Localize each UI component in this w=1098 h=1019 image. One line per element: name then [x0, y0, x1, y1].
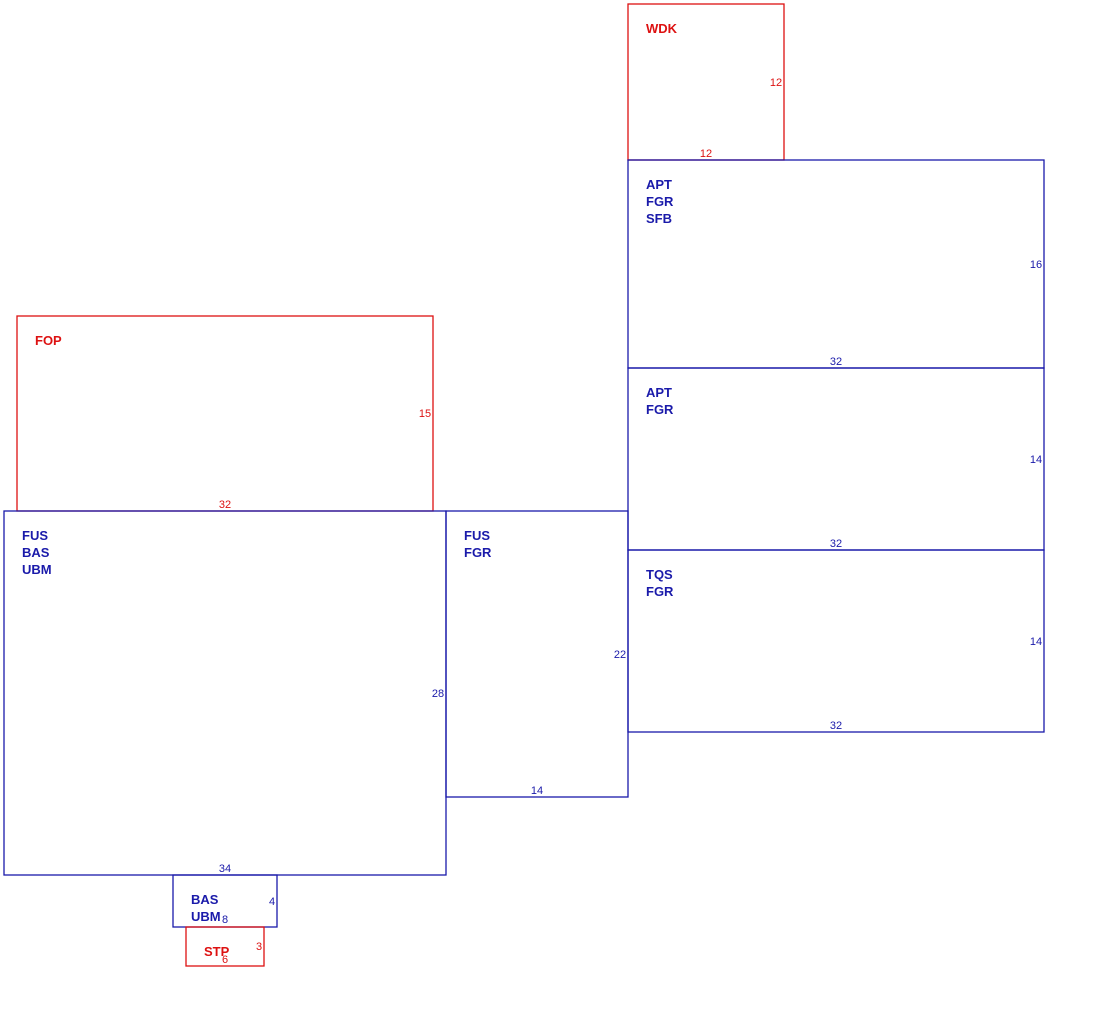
area-apt1: APT FGR SFB 16 32	[627, 159, 1045, 369]
side-dimension: 28	[432, 688, 444, 700]
side-dimension: 4	[269, 896, 275, 908]
area-outline	[16, 315, 434, 512]
side-dimension: 15	[419, 408, 431, 420]
area-code-label: UBM	[22, 562, 52, 577]
area-tqs: TQS FGR 14 32	[627, 549, 1045, 733]
area-code-label: FGR	[646, 194, 674, 209]
bottom-dimension: 32	[830, 720, 842, 732]
area-bas: BAS UBM 4 8	[172, 874, 278, 928]
side-dimension: 22	[614, 649, 626, 661]
side-dimension: 12	[770, 77, 782, 89]
side-dimension: 3	[256, 941, 262, 953]
bottom-dimension: 34	[219, 863, 231, 875]
area-code-label: BAS	[191, 892, 219, 907]
area-outline	[185, 926, 265, 967]
area-code-label: APT	[646, 385, 672, 400]
bottom-dimension: 12	[700, 148, 712, 160]
area-outline	[627, 367, 1045, 551]
area-code-label: SFB	[646, 211, 672, 226]
area-apt2: APT FGR 14 32	[627, 367, 1045, 551]
area-fus1: FUS BAS UBM 28 34	[3, 510, 447, 876]
area-code-label: FUS	[22, 528, 48, 543]
area-code-label: FGR	[646, 584, 674, 599]
area-code-label: TQS	[646, 567, 673, 582]
area-outline	[627, 159, 1045, 369]
bottom-dimension: 32	[219, 499, 231, 511]
area-outline	[627, 549, 1045, 733]
area-fus2: FUS FGR 22 14	[445, 510, 629, 798]
area-code-label: FUS	[464, 528, 490, 543]
bottom-dimension: 32	[830, 538, 842, 550]
side-dimension: 14	[1030, 636, 1042, 648]
bottom-dimension: 6	[222, 954, 228, 966]
area-code-label: FGR	[646, 402, 674, 417]
bottom-dimension: 32	[830, 356, 842, 368]
area-code-label: FGR	[464, 545, 492, 560]
area-outline	[445, 510, 629, 798]
bottom-dimension: 8	[222, 914, 228, 926]
area-code-label: APT	[646, 177, 672, 192]
area-wdk: WDK 12 12	[627, 3, 785, 161]
side-dimension: 16	[1030, 259, 1042, 271]
area-outline	[3, 510, 447, 876]
area-code-label: UBM	[191, 909, 221, 924]
area-fop: FOP 15 32	[16, 315, 434, 512]
area-stp: STP 3 6	[185, 926, 265, 967]
area-code-label: WDK	[646, 21, 678, 36]
area-code-label: STP	[204, 944, 230, 959]
area-code-label: FOP	[35, 333, 62, 348]
area-code-label: BAS	[22, 545, 50, 560]
bottom-dimension: 14	[531, 785, 543, 797]
side-dimension: 14	[1030, 454, 1042, 466]
